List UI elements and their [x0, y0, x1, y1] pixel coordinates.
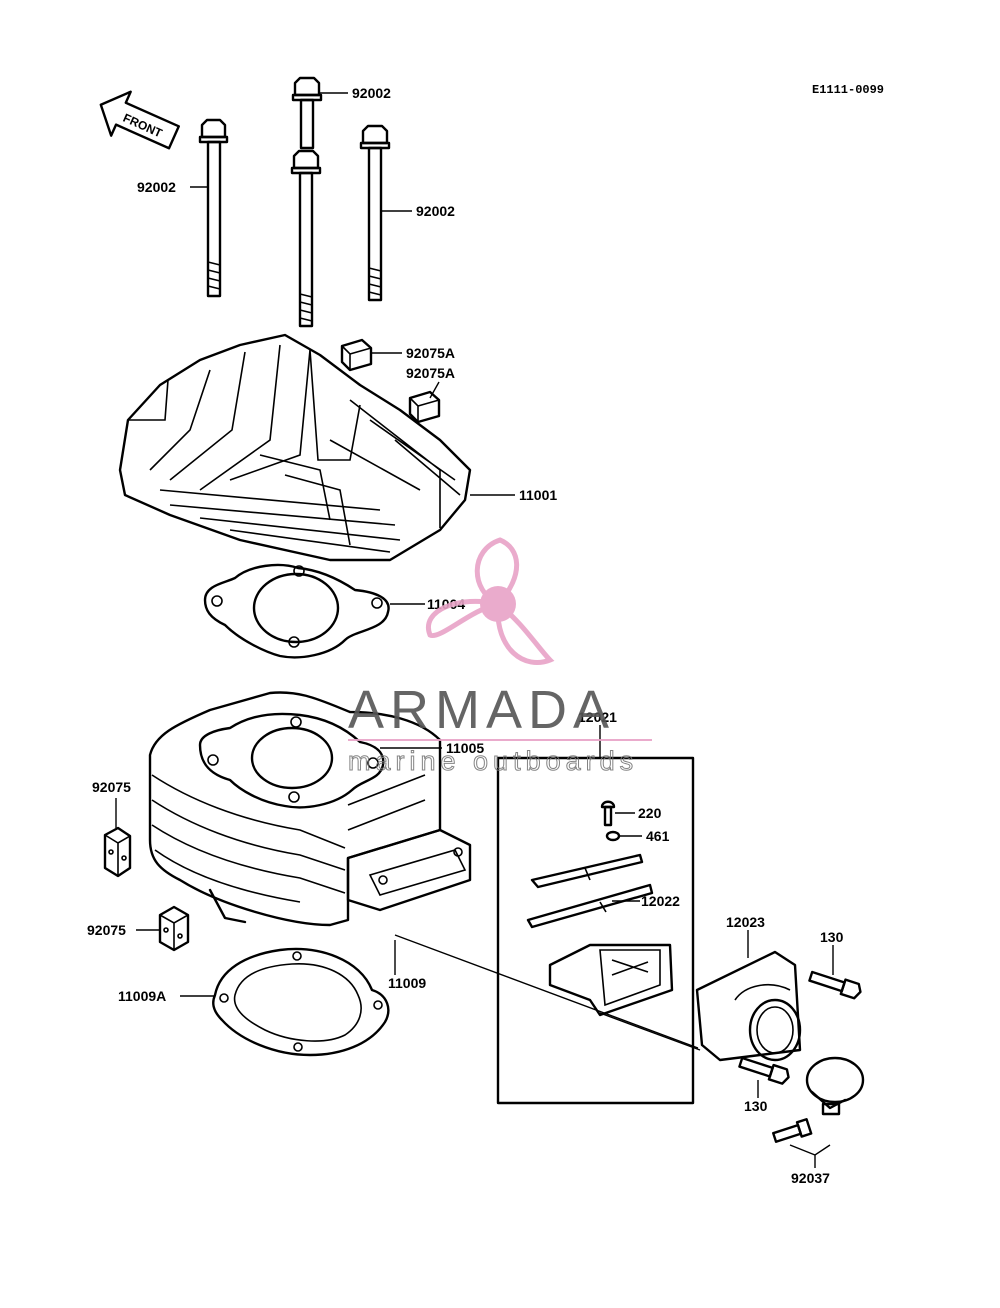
washer-461 — [605, 830, 621, 842]
bolt-130-upper — [808, 970, 862, 1000]
label-11009a: 11009A — [118, 988, 166, 1004]
label-12022: 12022 — [641, 893, 680, 909]
plug-92075a-upper — [340, 338, 373, 372]
label-461: 461 — [646, 828, 670, 844]
head-gasket-11004 — [203, 563, 390, 659]
diagram-code: E1111-0099 — [812, 83, 884, 97]
label-92075-lower: 92075 — [87, 922, 126, 938]
bolt-92002-top — [291, 76, 323, 150]
clamp-92037 — [805, 1056, 865, 1116]
label-11001: 11001 — [519, 487, 557, 503]
label-92075-upper: 92075 — [92, 779, 131, 795]
label-11005: 11005 — [446, 740, 484, 756]
label-92075a-lower: 92075A — [406, 365, 455, 381]
watermark-brand: ARMADA — [348, 680, 615, 740]
cylinder-11005 — [148, 691, 472, 927]
label-12023: 12023 — [726, 914, 765, 930]
label-92075a-upper: 92075A — [406, 345, 455, 361]
label-220: 220 — [638, 805, 662, 821]
bolt-92002-right — [359, 124, 391, 302]
clamp-screw — [772, 1118, 813, 1143]
cylinder-head-11001 — [118, 333, 472, 562]
watermark-tagline: marine outboards — [348, 746, 638, 776]
screw-220 — [600, 800, 616, 827]
propeller-logo-icon — [425, 537, 555, 665]
base-gasket-11009a — [212, 947, 390, 1057]
front-arrow-icon: FRONT — [99, 90, 180, 150]
label-12021: 12021 — [578, 709, 617, 725]
label-130-upper: 130 — [820, 929, 844, 945]
label-92037: 92037 — [791, 1170, 830, 1186]
bolt-92002-left — [198, 118, 229, 298]
label-92002-left: 92002 — [137, 179, 176, 195]
plug-92075-lower — [158, 905, 190, 952]
plug-92075a-lower — [408, 390, 441, 424]
bolt-92002-middle — [290, 149, 322, 328]
plug-92075-upper — [103, 826, 132, 878]
reed-petal-12022 — [526, 853, 654, 929]
label-11009: 11009 — [388, 975, 426, 991]
reed-block — [548, 943, 674, 1017]
intake-manifold-12023 — [695, 950, 802, 1062]
label-92002-right: 92002 — [416, 203, 455, 219]
reed-valve-assy-box — [496, 756, 695, 1105]
label-92002-top: 92002 — [352, 85, 391, 101]
label-130-lower: 130 — [744, 1098, 768, 1114]
bolt-130-lower — [738, 1056, 790, 1085]
armada-watermark: ARMADA marine outboards — [348, 537, 652, 777]
